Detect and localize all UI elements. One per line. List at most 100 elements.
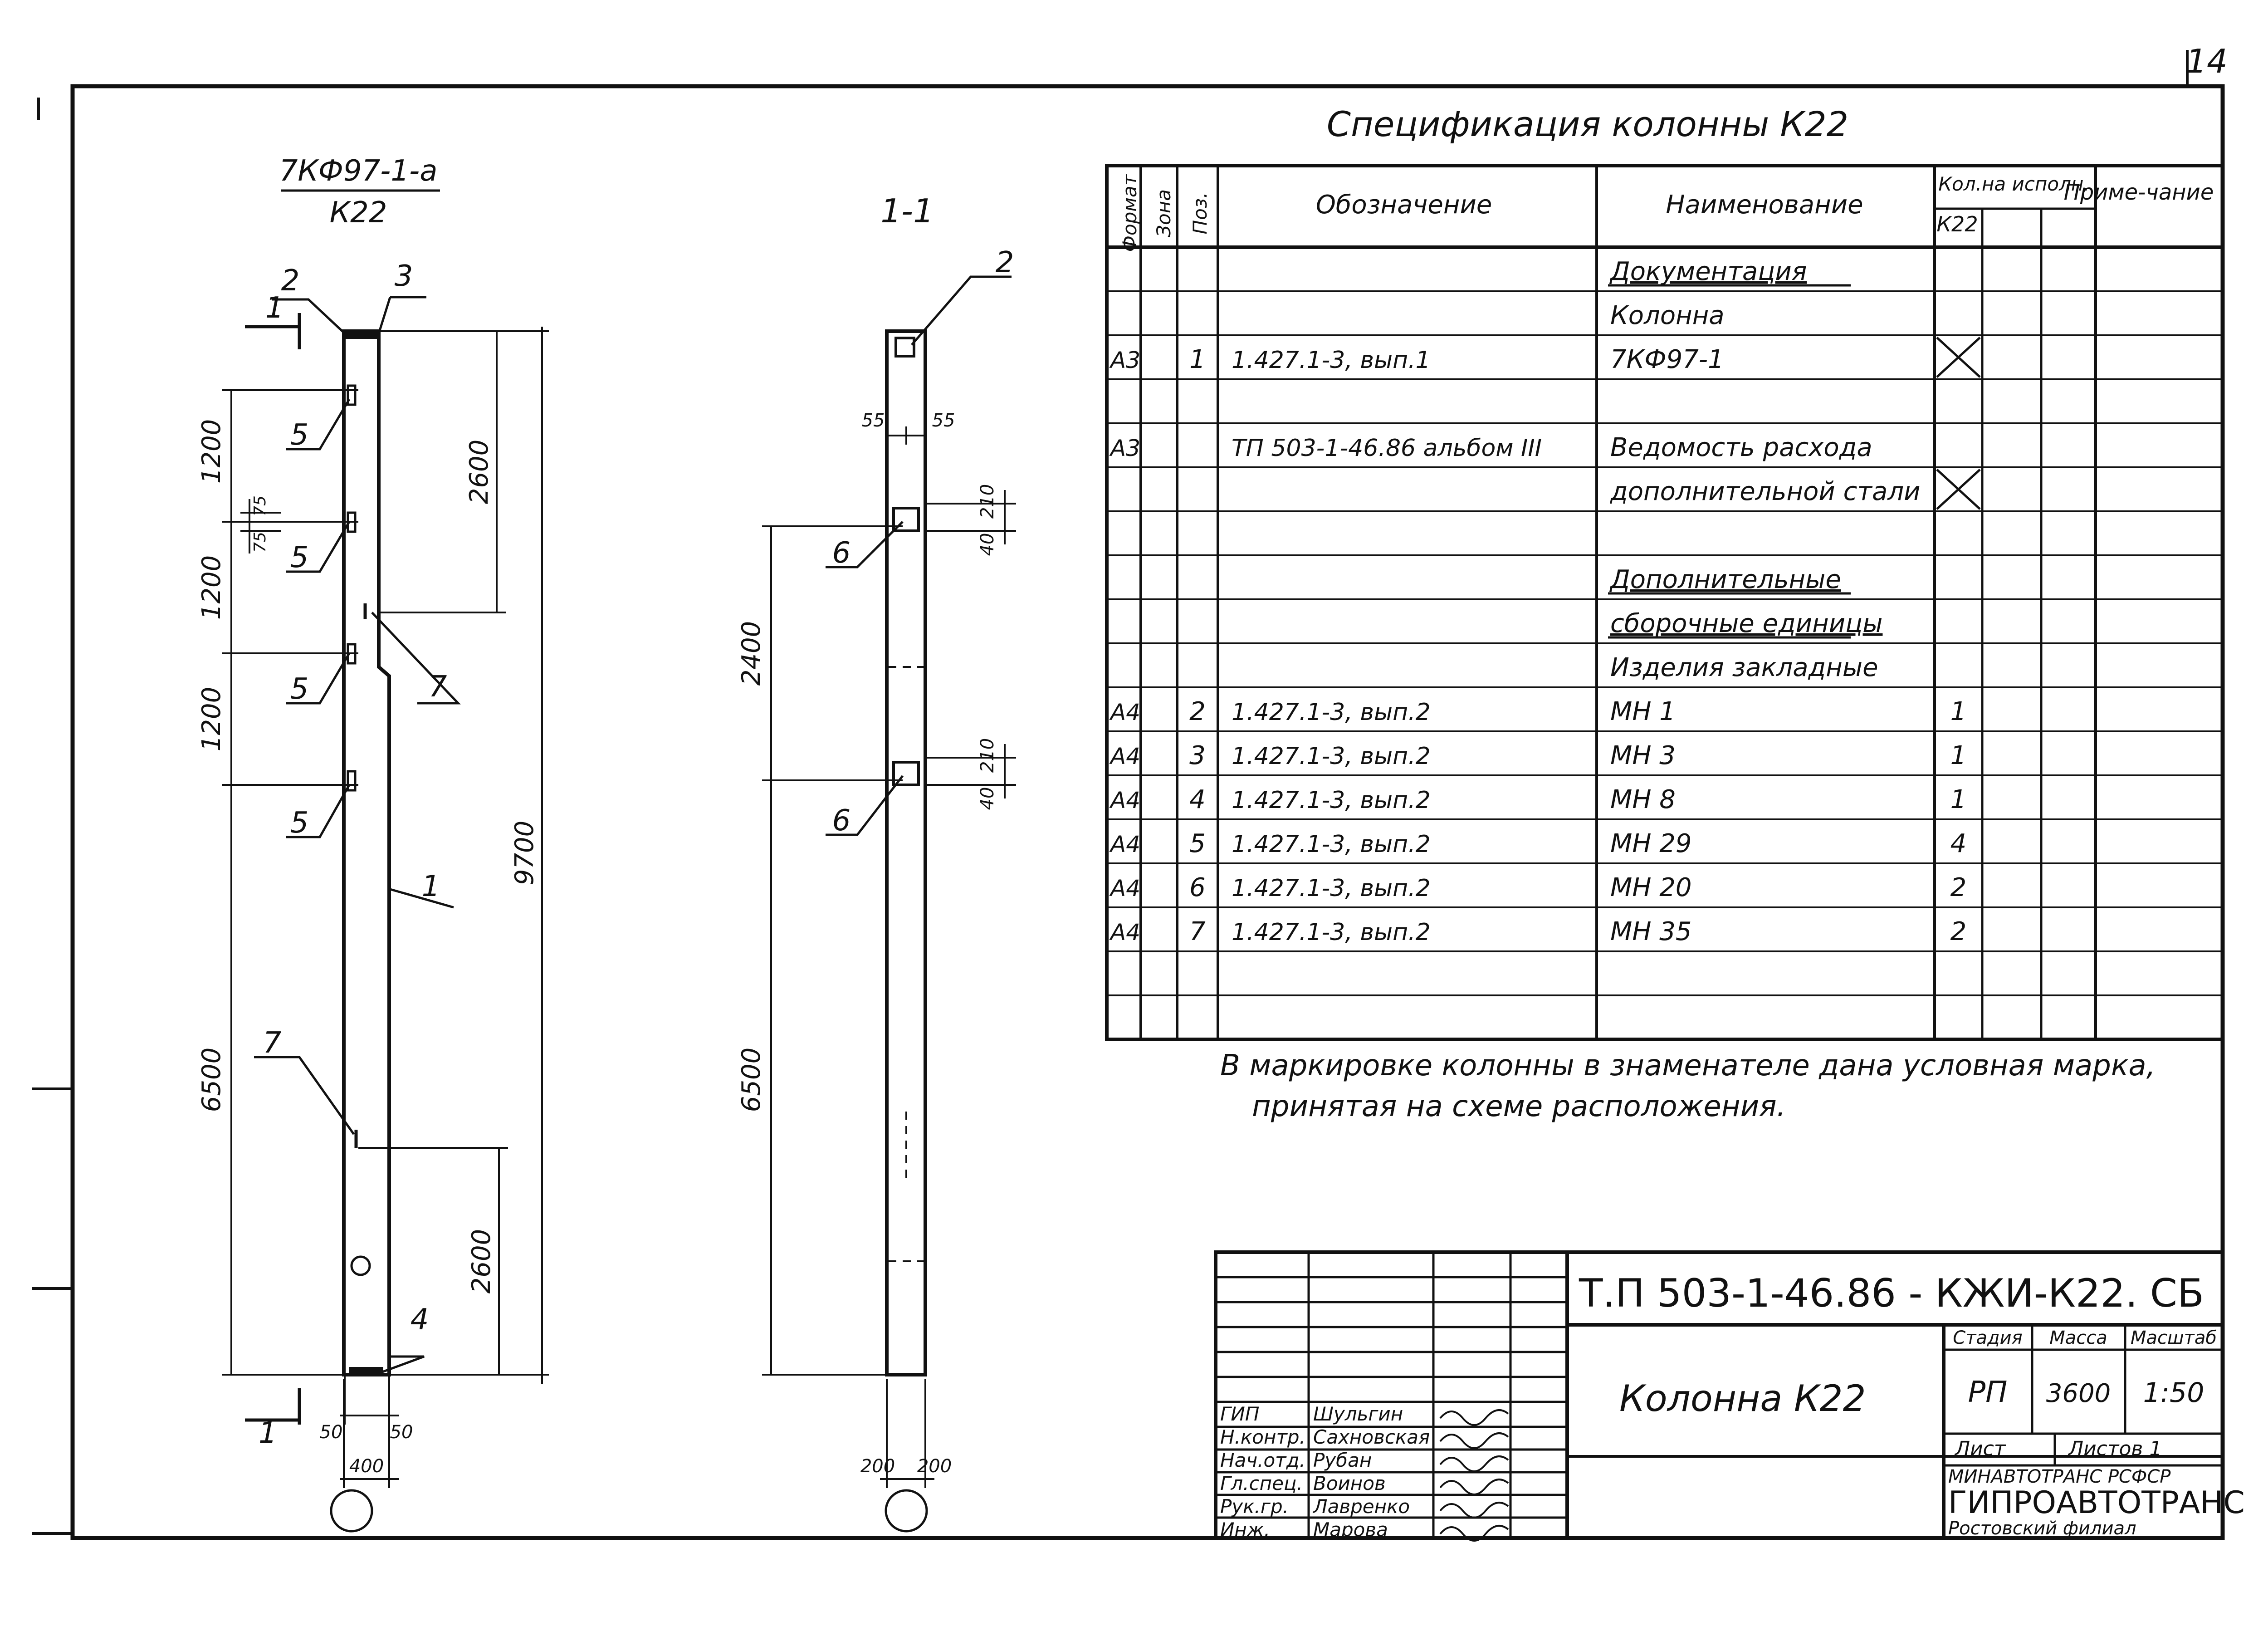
spec-cell-qty: 2 [1950, 917, 1967, 946]
spec-cell-pos: 1 [1189, 345, 1206, 374]
dim-label: 75 [251, 532, 269, 553]
signature-role: Инж. [1220, 1518, 1270, 1541]
page-number-box: 14 [2186, 42, 2228, 86]
section-hidden-lines [888, 666, 924, 1262]
col-header-note: Приме-чание [2064, 180, 2214, 205]
spec-cell-name: Дополнительные [1609, 565, 1841, 594]
column-mark: 7КФ97-1-а [279, 154, 438, 188]
handwritten-signature [1439, 1479, 1509, 1495]
dim-label: 1200 [197, 687, 226, 752]
dim-label: 2600 [467, 1229, 496, 1294]
spec-cell-name: Изделия закладные [1610, 653, 1878, 682]
callout-label: 7 [429, 670, 447, 704]
callout-label: 7 [263, 1026, 282, 1060]
section-1-1: 1-1 2 6 6 [737, 192, 1016, 1533]
note-line-2: принятая на схеме расположения. [1252, 1090, 1786, 1123]
handwritten-signature [1439, 1502, 1509, 1518]
signature-row: Н.контр.Сахновская [1220, 1426, 1509, 1449]
signature-role: Н.контр. [1220, 1426, 1305, 1448]
section-mark-bottom: 1 [259, 1416, 277, 1450]
callout-leaders [254, 296, 461, 1374]
signature-name: Рубан [1313, 1449, 1372, 1471]
section-plate [892, 507, 920, 532]
spec-cell-qty: 4 [1950, 829, 1967, 858]
dim-label: 55 [932, 410, 955, 431]
dimension-lines [222, 327, 549, 1488]
signature-row: Инж. Марова [1220, 1518, 1509, 1542]
spec-row: Дополнительные [1608, 565, 1851, 595]
org-line-1: МИНАВТОТРАНС РСФСР [1948, 1466, 2171, 1487]
spec-cell-format: А4 [1109, 831, 1140, 857]
spec-cell-pos: 7 [1189, 917, 1206, 946]
dim-label: 200 [860, 1456, 895, 1477]
spec-row: Изделия закладные [1610, 653, 1878, 682]
column-marker-label: К22 [330, 196, 387, 230]
stage-header: Стадия [1953, 1327, 2022, 1348]
spec-cell-designation: 1.427.1-3, вып.2 [1232, 875, 1431, 902]
column-outline [342, 329, 391, 1376]
col-header-designation: Обозначение [1316, 190, 1492, 220]
dim-label: 2600 [464, 440, 494, 505]
spec-cell-pos: 5 [1189, 829, 1206, 858]
scale-value: 1:50 [2143, 1377, 2204, 1409]
callout-label: 5 [290, 418, 309, 452]
callout-label: 5 [290, 541, 309, 574]
spec-cell-name: Документация [1609, 257, 1807, 286]
spec-cell-name: Ведомость расхода [1610, 433, 1872, 462]
spec-cell-designation: 1.427.1-3, вып.2 [1232, 787, 1431, 814]
dim-label: 2400 [737, 621, 766, 686]
dim-label: 75 [251, 495, 269, 516]
spec-cell-name: сборочные единицы [1610, 609, 1882, 638]
handwritten-signature [1439, 1432, 1509, 1449]
title-block-grid [1214, 1250, 2224, 1540]
item-name: Колонна К22 [1619, 1377, 1866, 1420]
scale-header: Масштаб [2131, 1327, 2217, 1348]
title-block: Т.П 503-1-46.86 - КЖИ-К22. СБ Колонна К2… [1214, 1250, 2245, 1542]
callout-label: 1 [422, 870, 440, 903]
section-dimension-lines [762, 426, 1016, 1488]
callout-label: 4 [411, 1303, 429, 1337]
callout-label: 5 [290, 806, 309, 840]
signature-row: Гл.спец.Воинов [1220, 1472, 1509, 1495]
spec-cell-designation: 1.427.1-3, вып.2 [1232, 699, 1431, 726]
col-header-format: Формат [1119, 174, 1141, 252]
section-plate-top [894, 337, 915, 358]
mass-header: Масса [2049, 1327, 2107, 1348]
spec-headers: Формат Зона Поз. Обозначение Наименовани… [1119, 173, 2214, 252]
col-header-zone: Зона [1153, 189, 1175, 237]
margin-ticks [32, 98, 73, 1535]
spec-cell-qty: 1 [1950, 785, 1967, 814]
callout-label: 2 [996, 246, 1014, 279]
dim-label: 210 [977, 738, 998, 773]
spec-cell-name: МН 35 [1610, 917, 1691, 946]
callout-label: 2 [281, 264, 300, 298]
specification: Спецификация колонны К22 Формат Зона Поз… [1105, 104, 2224, 1041]
handwritten-signature [1439, 1525, 1509, 1542]
spec-row: сборочные единицы [1608, 609, 1882, 639]
section-outline [885, 329, 927, 1376]
dim-label: 40 [977, 787, 998, 810]
dim-label: 50 [320, 1422, 343, 1443]
callout-label: 6 [832, 536, 851, 570]
spec-cell-format: А4 [1109, 743, 1140, 769]
sheet-label: Лист [1954, 1437, 2006, 1460]
signature-name: Марова [1313, 1518, 1388, 1541]
signature-role: ГИП [1220, 1403, 1259, 1425]
spec-grid [1105, 164, 2224, 1041]
dim-label: 6500 [197, 1048, 226, 1112]
spec-cell-format: А4 [1109, 699, 1140, 725]
dim-label: 1200 [197, 555, 226, 620]
spec-cell-name: Колонна [1610, 301, 1725, 330]
spec-cell-qty: 2 [1950, 873, 1967, 902]
callout-label: 3 [395, 260, 413, 293]
spec-cell-name: МН 29 [1610, 829, 1691, 858]
spec-cell-designation: 1.427.1-3, вып.2 [1232, 919, 1431, 946]
dim-label: 9700 [510, 821, 539, 886]
